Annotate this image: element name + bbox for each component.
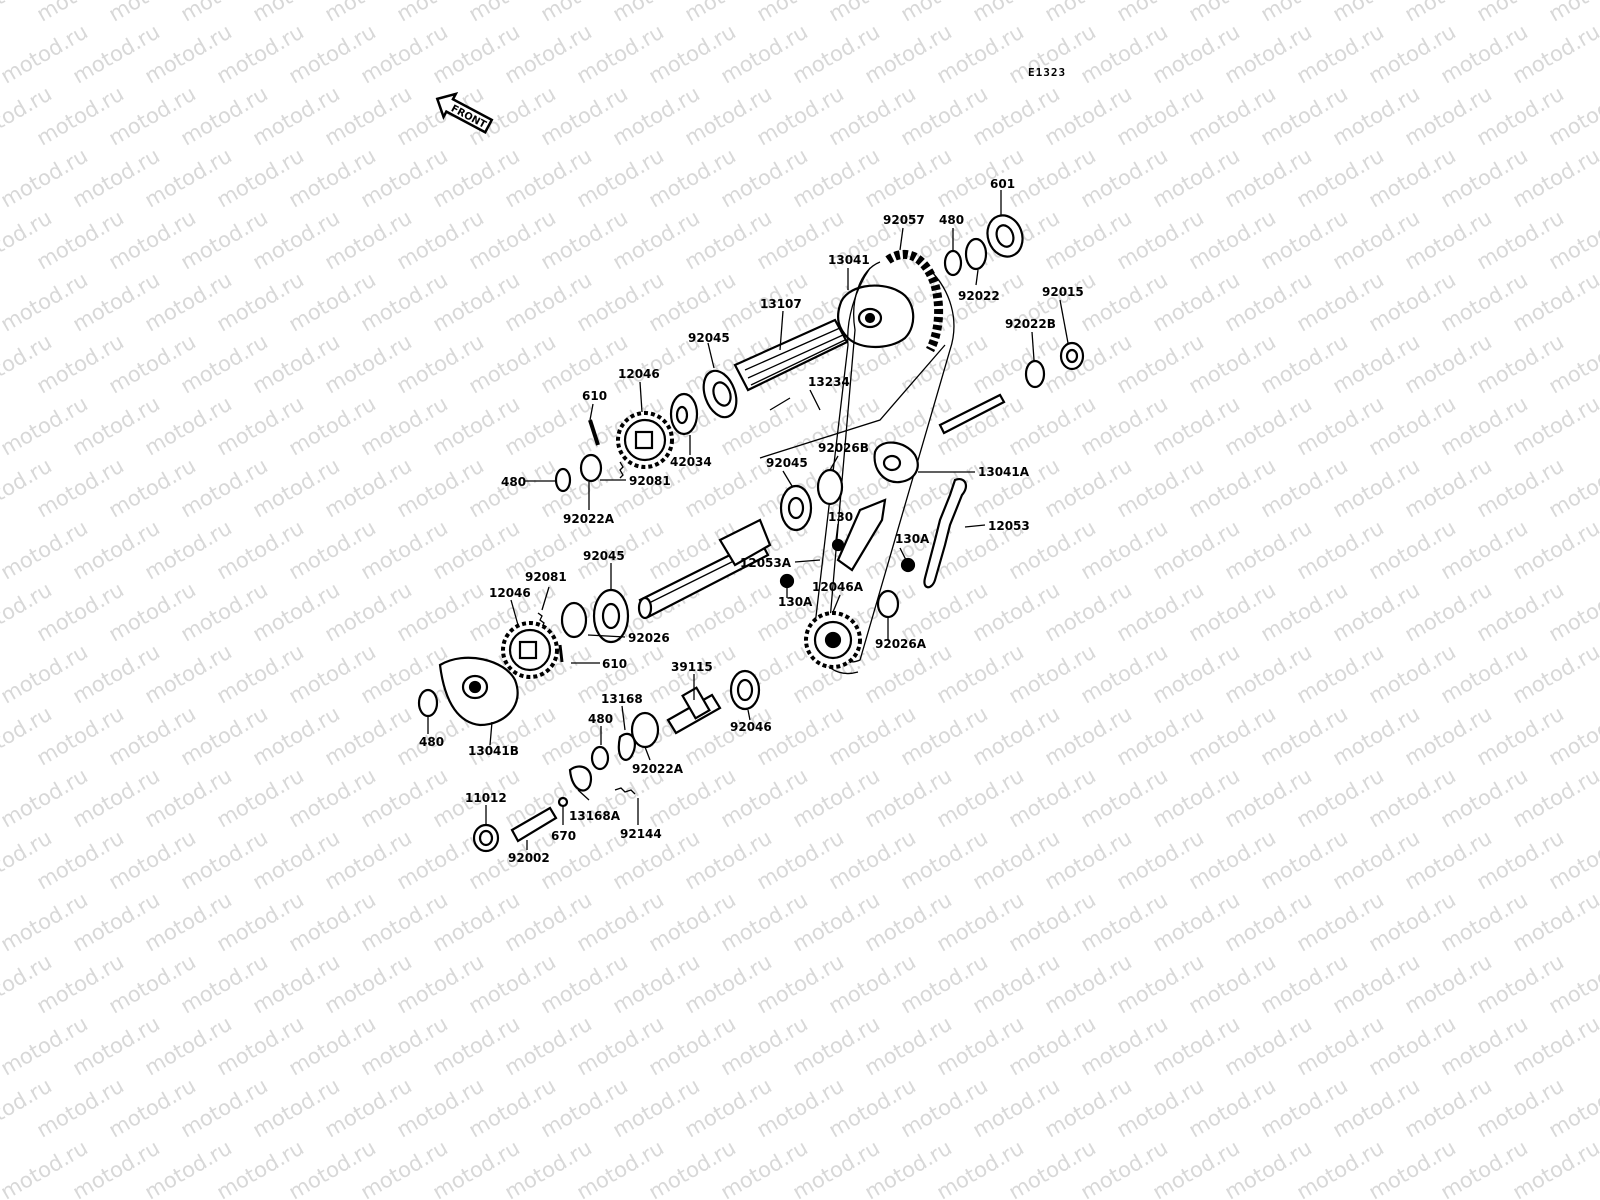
- label-13168: 13168: [601, 692, 643, 706]
- sprocket-12046A: [804, 611, 862, 669]
- label-13041: 13041: [828, 253, 870, 267]
- cap-11012: [472, 823, 500, 853]
- label-92144: 92144: [620, 827, 662, 841]
- label-92081-low: 92081: [525, 570, 567, 584]
- needle-bearing-92046: [729, 669, 761, 711]
- label-480-top: 480: [939, 213, 964, 227]
- label-92015: 92015: [1042, 285, 1084, 299]
- pin-610-low: [558, 644, 564, 663]
- label-92022: 92022: [958, 289, 1000, 303]
- shaft-13107: [733, 318, 849, 392]
- label-480-low: 480: [588, 712, 613, 726]
- label-12046-low: 12046: [489, 586, 531, 600]
- cam-13041A: [873, 441, 919, 484]
- label-92045-mid: 92045: [766, 456, 808, 470]
- bearing-92045-top: [702, 369, 738, 419]
- label-92045-top: 92045: [688, 331, 730, 345]
- label-12046A: 12046A: [812, 580, 864, 594]
- label-130A-right: 130A: [895, 532, 930, 546]
- diagram-code: E1323: [1028, 66, 1066, 79]
- chain-92057: [885, 249, 944, 353]
- washer-92026B: [816, 468, 844, 506]
- cam-13041B: [438, 656, 519, 727]
- label-12053: 12053: [988, 519, 1030, 533]
- label-13107: 13107: [760, 297, 802, 311]
- circlip-480-low: [590, 745, 610, 771]
- label-92046: 92046: [730, 720, 772, 734]
- label-480-left: 480: [501, 475, 526, 489]
- label-92026A: 92026A: [875, 637, 927, 651]
- label-13041B: 13041B: [468, 744, 519, 758]
- bolt-92002: [510, 806, 558, 843]
- stud-bolt: [938, 393, 1006, 435]
- front-arrow-icon: FRONT: [435, 92, 494, 134]
- bolt-130A-right: [900, 557, 916, 573]
- label-11012: 11012: [465, 791, 507, 805]
- label-92026: 92026: [628, 631, 670, 645]
- label-610-low: 610: [602, 657, 627, 671]
- washer-92026: [560, 601, 588, 639]
- spring-92081-low: [537, 612, 545, 628]
- washer-92022B: [1024, 359, 1046, 389]
- label-92022A-top: 92022A: [563, 512, 615, 526]
- pin-610-top: [588, 419, 600, 446]
- shaft-39115: [666, 686, 722, 735]
- lever-12053A: [836, 498, 887, 572]
- cam-13041: [837, 284, 915, 348]
- bracket-13234: [759, 344, 946, 459]
- bolt-130A-low: [779, 573, 795, 589]
- label-92022A-low: 92022A: [632, 762, 684, 776]
- circlip-480-bottom-left: [417, 688, 439, 718]
- washer-92026A: [876, 589, 900, 619]
- plate-13168: [617, 732, 636, 761]
- main-shaft: [637, 518, 772, 620]
- circlip-480-left: [554, 467, 572, 493]
- bearing-92045-mid: [779, 484, 813, 532]
- spring-92144: [614, 787, 636, 795]
- label-610-top: 610: [582, 389, 607, 403]
- bolt-130: [831, 538, 845, 552]
- label-480-bottom-left: 480: [419, 735, 444, 749]
- label-13041A: 13041A: [978, 465, 1030, 479]
- plate-13168A: [568, 765, 593, 792]
- label-92002: 92002: [508, 851, 550, 865]
- parts-drawing: [417, 214, 1085, 853]
- label-92026B: 92026B: [818, 441, 869, 455]
- leader-lines: [427, 190, 1069, 850]
- lever-12053: [923, 478, 968, 589]
- sprocket-12046-low: [501, 621, 559, 679]
- label-13234: 13234: [808, 375, 850, 389]
- label-670: 670: [551, 829, 576, 843]
- label-92045-low: 92045: [583, 549, 625, 563]
- part-labels: 601 92057 480 13041 92022 92015 13107 92…: [419, 177, 1084, 865]
- pin-670: [557, 796, 569, 808]
- nut-92015: [1059, 341, 1085, 371]
- sprocket-12046-top: [616, 411, 674, 469]
- label-130: 130: [828, 510, 853, 524]
- label-12053A: 12053A: [740, 556, 792, 570]
- washer-92022: [964, 237, 988, 271]
- label-601: 601: [990, 177, 1015, 191]
- label-92081-top: 92081: [629, 474, 671, 488]
- label-130A-low: 130A: [778, 595, 813, 609]
- bearing-601: [986, 214, 1024, 258]
- bearing-92045-low: [592, 588, 630, 644]
- hub-42034: [669, 392, 699, 436]
- spring-92081-top: [619, 461, 624, 479]
- label-92057: 92057: [883, 213, 925, 227]
- label-12046-top: 12046: [618, 367, 660, 381]
- label-39115: 39115: [671, 660, 713, 674]
- circlip-480-top: [943, 249, 963, 277]
- label-92022B: 92022B: [1005, 317, 1056, 331]
- label-42034: 42034: [670, 455, 712, 469]
- label-13168A: 13168A: [569, 809, 621, 823]
- washer-92022A-top: [579, 453, 603, 483]
